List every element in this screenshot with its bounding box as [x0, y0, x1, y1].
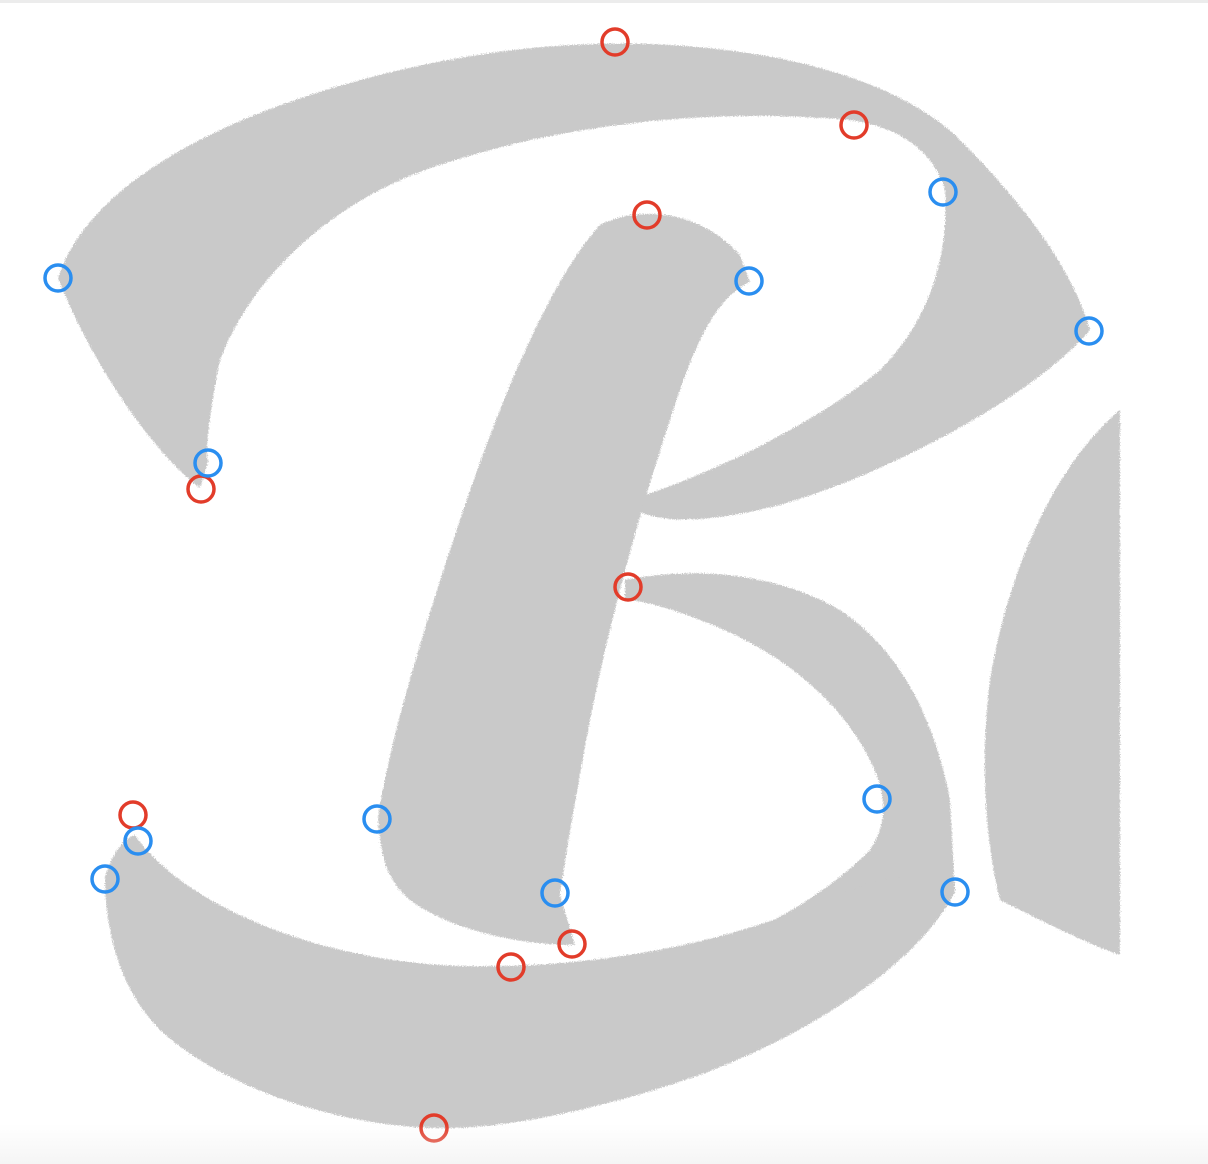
blue-circle-handle[interactable]: [1074, 316, 1104, 346]
red-circle-handle[interactable]: [496, 952, 526, 982]
red-circle-handle[interactable]: [613, 572, 643, 602]
blue-circle-handle[interactable]: [940, 877, 970, 907]
blue-circle-handle[interactable]: [123, 826, 153, 856]
blue-circle-handle[interactable]: [928, 177, 958, 207]
red-circle-handle[interactable]: [600, 27, 630, 57]
blue-circle-handle[interactable]: [43, 263, 73, 293]
canvas-top-border: [0, 0, 1208, 3]
red-circle-handle[interactable]: [632, 200, 662, 230]
blue-circle-handle[interactable]: [362, 804, 392, 834]
red-circle-handle[interactable]: [186, 474, 216, 504]
bottom-swash-stroke: [105, 835, 955, 1129]
blue-circle-handle[interactable]: [540, 878, 570, 908]
canvas-bottom-edge: [0, 1124, 1208, 1164]
blue-circle-handle[interactable]: [862, 784, 892, 814]
red-circle-handle[interactable]: [839, 110, 869, 140]
red-circle-handle[interactable]: [118, 800, 148, 830]
blue-circle-handle[interactable]: [734, 266, 764, 296]
stem-stroke: [378, 213, 750, 945]
blue-circle-handle[interactable]: [90, 864, 120, 894]
red-circle-handle[interactable]: [557, 929, 587, 959]
next-letter-fragment: [984, 410, 1120, 955]
top-swash-stroke: [58, 43, 1090, 520]
blue-circle-handle[interactable]: [193, 448, 223, 478]
